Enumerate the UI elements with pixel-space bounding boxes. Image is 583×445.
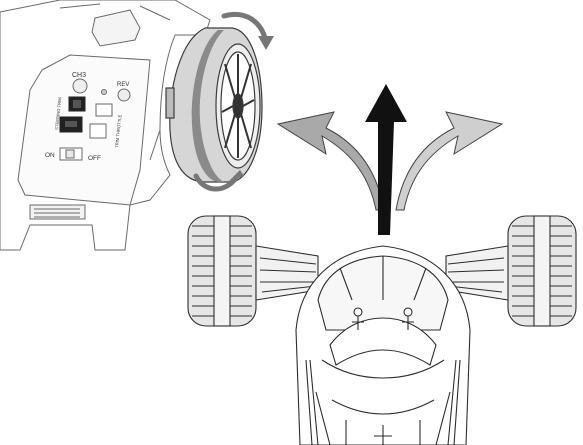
left-tire bbox=[187, 215, 257, 327]
steering-trim-label: STEERING TRIM bbox=[54, 97, 62, 131]
car-windshield bbox=[329, 317, 437, 366]
transmitter-face bbox=[17, 54, 151, 206]
car-side-stripes bbox=[305, 359, 461, 445]
throttle-trim-label: TRIM THROTTLE bbox=[114, 114, 122, 148]
ch3-label: CH3 bbox=[72, 72, 86, 79]
grille-lines bbox=[34, 208, 80, 218]
wheel-mount bbox=[165, 87, 175, 119]
ch3-button[interactable] bbox=[72, 78, 88, 94]
rev-label: REV bbox=[117, 82, 129, 88]
left-tire-center bbox=[213, 215, 231, 327]
curved-arrow-right-icon bbox=[395, 111, 504, 211]
car-cab-lines bbox=[315, 359, 451, 445]
curved-arrow-left-icon bbox=[276, 111, 385, 211]
steering-trim-knob bbox=[73, 100, 81, 108]
top-ridge-2 bbox=[139, 5, 171, 21]
dip-switch-bottom[interactable] bbox=[89, 123, 107, 139]
steering-wheel[interactable] bbox=[165, 27, 263, 183]
right-tire bbox=[507, 215, 577, 327]
rotation-arrow-bottom bbox=[193, 173, 239, 192]
transmitter bbox=[0, 0, 211, 251]
face-edge bbox=[149, 129, 161, 161]
power-switch-slot bbox=[65, 149, 75, 159]
rotation-arrowhead-bottom bbox=[228, 170, 244, 182]
led-indicator bbox=[101, 89, 107, 95]
steering-wheel-spokes bbox=[221, 54, 255, 158]
left-suspension-detail bbox=[259, 257, 317, 293]
right-tire-center bbox=[533, 215, 551, 327]
car-nose-line bbox=[339, 256, 427, 301]
right-suspension-detail bbox=[447, 257, 505, 293]
top-ridge bbox=[59, 3, 101, 9]
off-label: OFF bbox=[88, 155, 101, 162]
transmitter-labels: CH3 REV STEERING TRIM TRIM THROTTLE ON O… bbox=[45, 72, 129, 162]
car-center-mark bbox=[374, 425, 392, 445]
body-clips bbox=[352, 307, 414, 330]
rev-button[interactable] bbox=[117, 88, 131, 102]
on-label: ON bbox=[45, 152, 55, 159]
arrow-up-icon bbox=[365, 84, 407, 235]
dip-switch-top[interactable] bbox=[95, 103, 113, 117]
steering-wheel-band bbox=[191, 30, 224, 182]
rotation-arrowhead-top bbox=[258, 36, 274, 50]
throttle-trim-knob bbox=[65, 121, 77, 127]
antenna-mount bbox=[91, 9, 141, 47]
car bbox=[187, 215, 577, 445]
